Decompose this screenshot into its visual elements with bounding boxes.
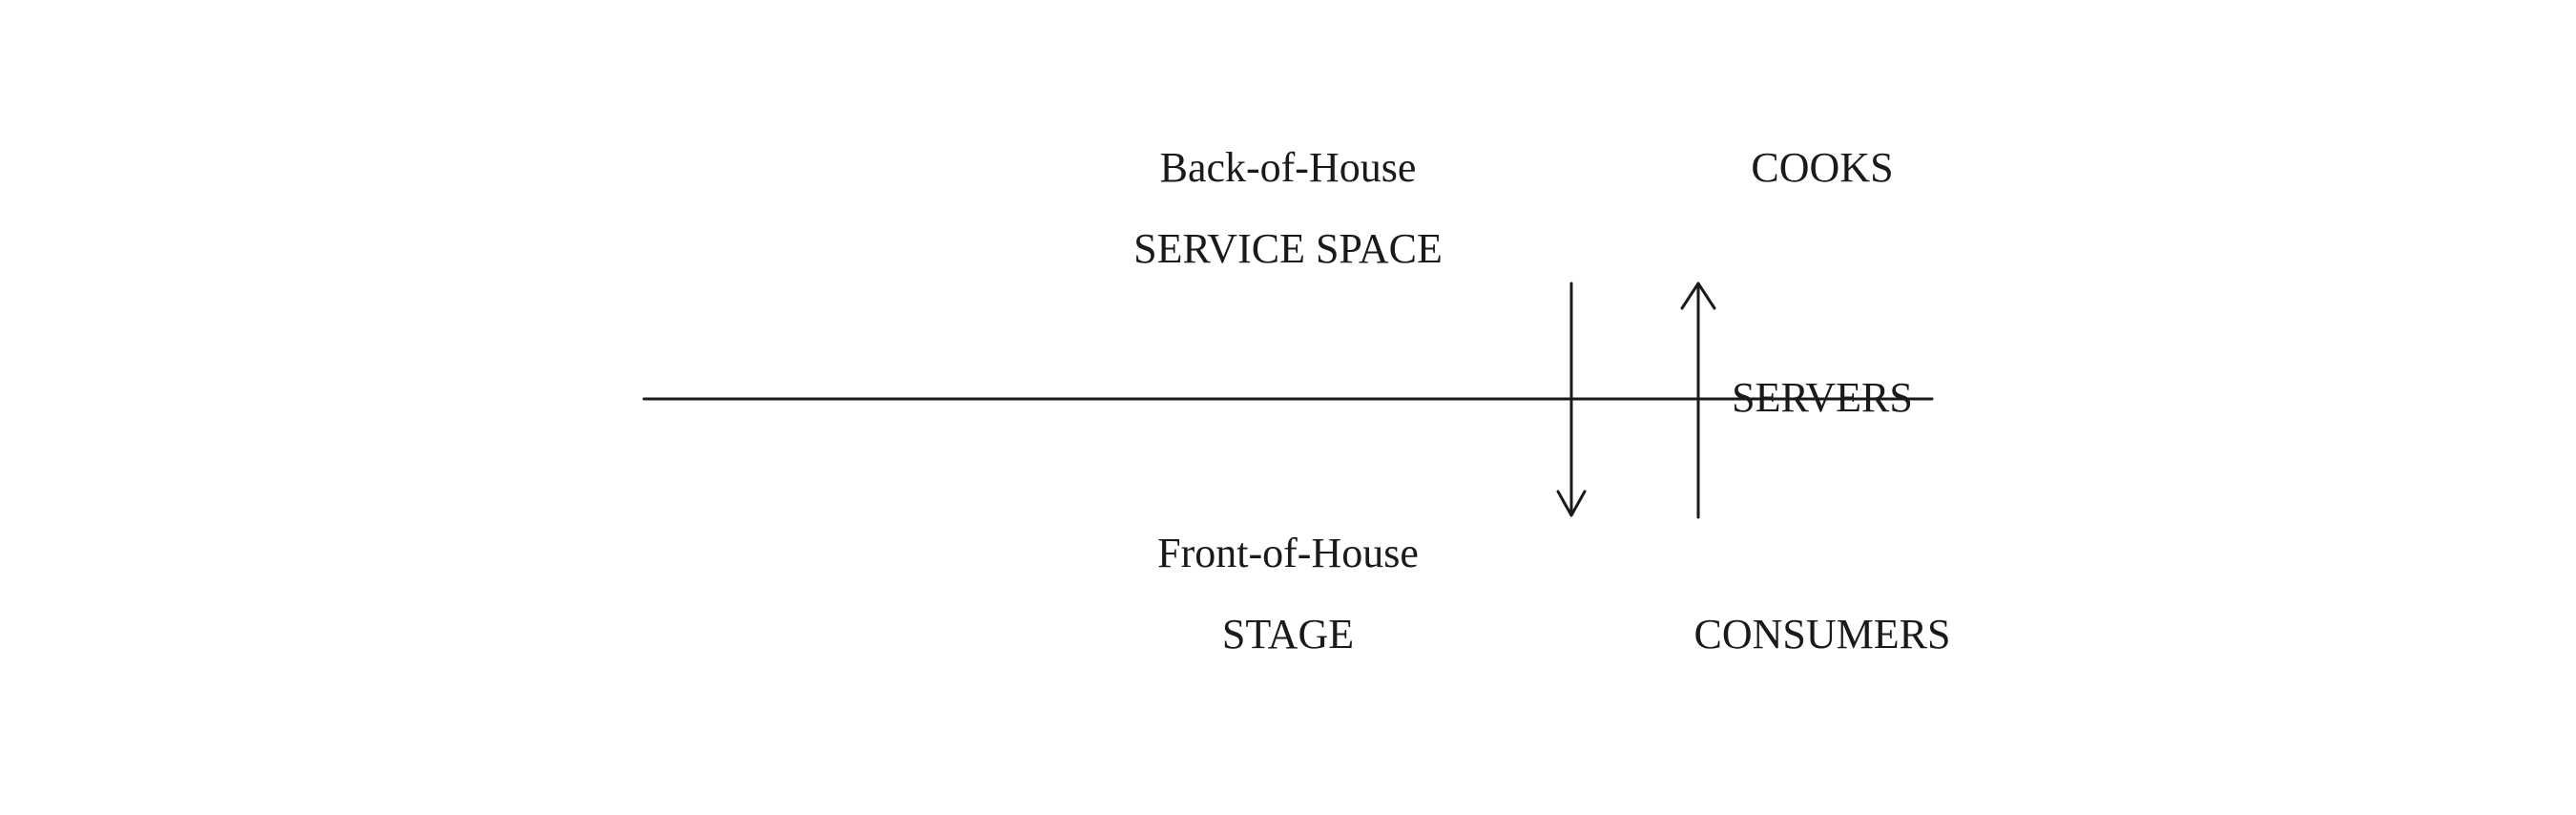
down-arrow — [1556, 282, 1587, 517]
service-space-label: SERVICE SPACE — [1133, 225, 1443, 272]
up-arrow — [1680, 282, 1716, 519]
back-of-house-label: Back-of-House — [1160, 144, 1417, 191]
consumers-label: CONSUMERS — [1694, 611, 1951, 658]
front-of-house-label: Front-of-House — [1157, 530, 1419, 576]
cooks-label: COOKS — [1751, 144, 1893, 191]
stage-label: STAGE — [1222, 611, 1354, 658]
servers-label: SERVERS — [1732, 374, 1913, 421]
